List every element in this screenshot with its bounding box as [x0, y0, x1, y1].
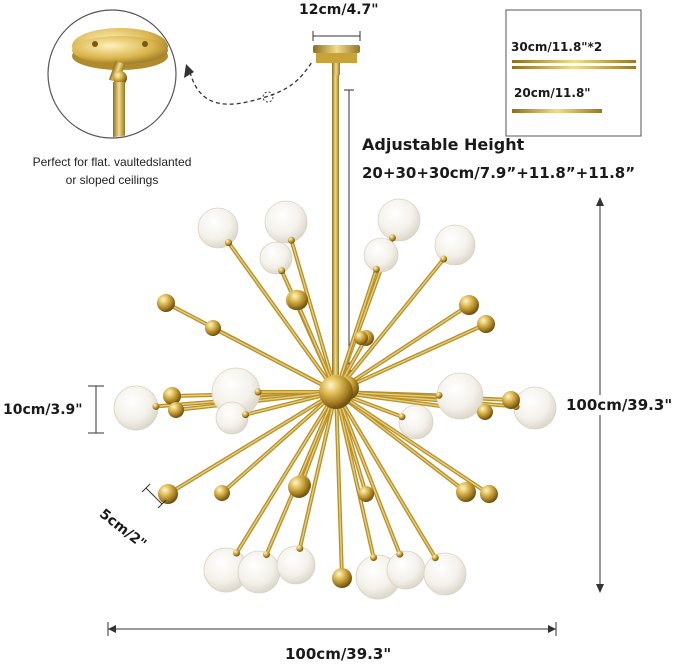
globe-holder: [431, 554, 439, 562]
glass-globe: [377, 198, 421, 242]
glass-globe: [513, 386, 557, 430]
height-label: 100cm/39.3": [566, 395, 673, 415]
gold-ball: [456, 482, 476, 502]
globe-holder: [233, 549, 241, 557]
adjustable-height-dimension: [344, 89, 354, 378]
glass-globe: [113, 385, 159, 431]
mount-detail-icon: [47, 9, 177, 139]
glass-globe: [276, 545, 316, 585]
angle-arrow-icon: [184, 61, 313, 105]
gold-ball: [477, 315, 495, 333]
globe-dimension: [88, 385, 104, 434]
globe-holder: [287, 236, 295, 244]
globe-size-label: 10cm/3.9": [3, 402, 83, 418]
globe-holder: [398, 413, 406, 421]
globe-holder: [152, 402, 160, 410]
canopy-width-label: 12cm/4.7": [299, 2, 379, 18]
chandelier-globes: [113, 198, 557, 600]
gold-ball: [163, 387, 181, 405]
adjustable-height-title: Adjustable Height: [362, 135, 525, 154]
globe-holder: [296, 544, 304, 552]
canopy-icon: [313, 45, 360, 75]
glass-globe: [215, 401, 249, 435]
globe-holder: [388, 234, 396, 242]
gold-ball: [288, 476, 310, 498]
globe-holder: [440, 255, 448, 263]
gold-ball: [157, 294, 175, 312]
gold-ball: [480, 485, 498, 503]
gold-ball: [205, 320, 221, 336]
glass-globe: [363, 237, 399, 273]
ceiling-note: Perfect for flat. vaultedslanted or slop…: [20, 153, 204, 189]
globe-holder: [225, 239, 233, 247]
gold-ball: [214, 485, 230, 501]
glass-globe: [398, 404, 434, 440]
rod-samples-box: [505, 9, 642, 137]
ceiling-note-line-1: Perfect for flat. vaultedslanted: [32, 155, 192, 169]
globe-holder: [372, 265, 380, 273]
glass-globe: [436, 372, 484, 420]
center-hub: [319, 375, 353, 409]
glass-globe: [237, 550, 281, 594]
gold-ball: [358, 486, 374, 502]
rod-short-label: 20cm/11.8": [514, 86, 591, 100]
glass-globe: [264, 200, 308, 244]
glass-globe: [259, 241, 293, 275]
chandelier-icon: [113, 198, 557, 600]
glass-globe: [423, 552, 467, 596]
globe-holder: [396, 550, 404, 558]
down-rod: [332, 75, 339, 375]
globe-holder: [370, 553, 378, 561]
gold-ball: [158, 484, 178, 504]
globe-holder: [242, 411, 250, 419]
gold-ball: [288, 290, 308, 310]
ceiling-note-line-2: or sloped ceilings: [65, 173, 159, 187]
rod-long-label: 30cm/11.8"*2: [511, 40, 603, 54]
glass-globe: [434, 224, 476, 266]
glass-globe: [386, 550, 426, 590]
globe-holder: [278, 267, 286, 275]
globe-holder: [262, 551, 270, 559]
gold-ball: [502, 391, 520, 409]
gold-ball: [354, 331, 368, 345]
width-dimension: [107, 622, 557, 636]
globe-holder: [435, 391, 443, 399]
gold-ball: [477, 404, 493, 420]
glass-globe: [197, 207, 239, 249]
globe-holder: [254, 388, 262, 396]
ball-dimension: [141, 483, 167, 509]
gold-ball: [459, 295, 479, 315]
gold-ball: [168, 402, 184, 418]
canopy-width-dimension: [312, 31, 361, 41]
gold-ball: [332, 568, 352, 588]
adjustable-height-detail: 20+30+30cm/7.9”+11.8”+11.8”: [362, 164, 636, 182]
width-label: 100cm/39.3": [285, 645, 392, 663]
